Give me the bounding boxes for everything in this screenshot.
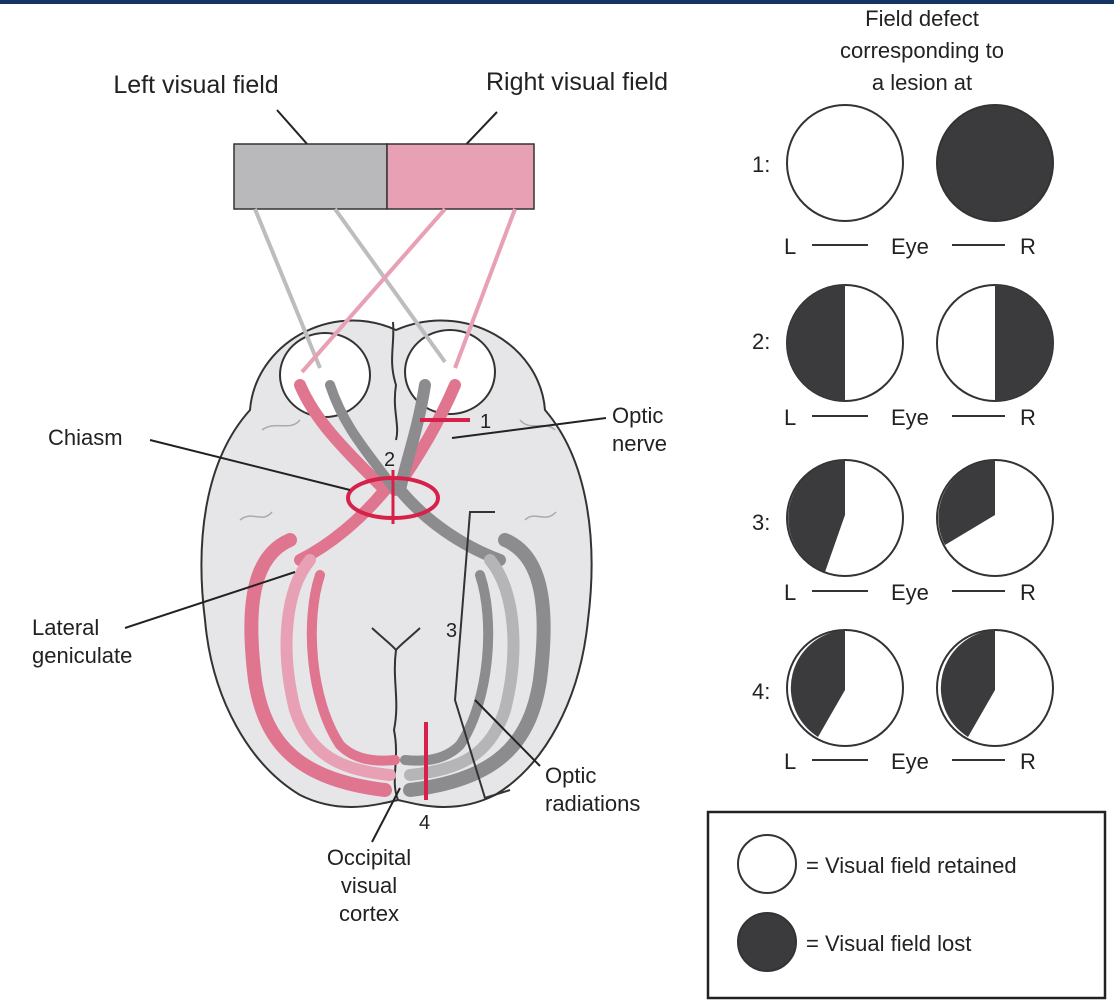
frontal-fissure <box>391 321 399 441</box>
optic-nerve-label-line1: Optic <box>612 403 663 428</box>
left-eye-field-loss <box>787 285 845 401</box>
lesion-number-3: 3 <box>446 620 457 642</box>
row-id: 2: <box>752 329 770 354</box>
left-visual-field-box <box>233 143 388 210</box>
defect-row-3: 3: L Eye R <box>752 459 1054 605</box>
legend-lost-swatch <box>737 912 797 972</box>
defect-row-1: 1: L Eye R <box>752 104 1054 259</box>
optic-nerve-leader <box>451 417 607 439</box>
legend-lost-label: = Visual field lost <box>806 931 971 956</box>
eye-right-letter: R <box>1020 405 1036 430</box>
panel-title-line2: corresponding to <box>840 38 1004 63</box>
left-visual-field-label: Left visual field <box>113 71 278 99</box>
panel-title-line1: Field defect <box>865 6 979 31</box>
lateral-geniculate-leader <box>124 571 296 629</box>
eye-word: Eye <box>891 580 929 605</box>
eye-word: Eye <box>891 234 929 259</box>
ray-right-to-right-eye <box>453 208 517 369</box>
occipital-fissure <box>392 649 399 801</box>
defect-row-4: 4: L Eye R <box>752 629 1054 774</box>
lesion-number-4: 4 <box>419 812 430 834</box>
row-id: 4: <box>752 679 770 704</box>
eye-right-letter: R <box>1020 234 1036 259</box>
eye-right-letter: R <box>1020 580 1036 605</box>
left-eye-field-loss <box>790 630 845 737</box>
right-eye-field-loss <box>938 460 995 545</box>
lateral-geniculate-label-line2: geniculate <box>32 643 132 668</box>
occipital-cortex-label-line1: Occipital <box>327 845 411 870</box>
eye-left-letter: L <box>784 580 796 605</box>
panel-title-line3: a lesion at <box>872 70 972 95</box>
row-id: 3: <box>752 510 770 535</box>
defect-row-2: 2: L Eye R <box>752 284 1054 430</box>
left-eye-field <box>786 104 904 222</box>
optic-radiations-leader <box>474 699 541 767</box>
right-visual-field-label: Right visual field <box>486 68 668 96</box>
ray-right-to-left-eye <box>300 207 447 374</box>
right-visual-field-box <box>386 143 535 210</box>
left-eye-field-loss <box>788 460 845 572</box>
optic-nerve-label-line2: nerve <box>612 431 667 456</box>
legend-retained-label: = Visual field retained <box>806 853 1017 878</box>
eye-word: Eye <box>891 749 929 774</box>
occipital-cortex-leader <box>371 787 401 843</box>
eye-word: Eye <box>891 405 929 430</box>
row-id: 1: <box>752 152 770 177</box>
chiasm-label: Chiasm <box>48 425 123 450</box>
ray-left-to-right-eye <box>333 207 447 364</box>
lateral-geniculate-label-line1: Lateral <box>32 615 99 640</box>
cortex-gyri <box>239 419 557 521</box>
optic-radiations-label-line2: radiations <box>545 791 640 816</box>
occipital-cortex-label-line3: cortex <box>339 901 399 926</box>
optic-radiations-label-line1: Optic <box>545 763 596 788</box>
right-eye-field <box>936 104 1054 222</box>
chiasm-leader <box>149 439 351 491</box>
lesion-number-2: 2 <box>384 449 395 471</box>
eye-left-letter: L <box>784 405 796 430</box>
right-eye-field-loss <box>995 285 1053 401</box>
eye-left-letter: L <box>784 749 796 774</box>
lesion-number-1: 1 <box>480 411 491 433</box>
header-bar <box>0 0 1114 4</box>
occipital-cortex-label-line2: visual <box>341 873 397 898</box>
eye-left-letter: L <box>784 234 796 259</box>
lesion-3-bracket <box>453 511 511 800</box>
legend-retained-swatch <box>737 834 797 894</box>
right-eye-field-loss <box>940 630 995 737</box>
legend-box: = Visual field retained = Visual field l… <box>706 810 1107 1000</box>
ray-left-to-left-eye <box>253 208 322 369</box>
eye-right-letter: R <box>1020 749 1036 774</box>
